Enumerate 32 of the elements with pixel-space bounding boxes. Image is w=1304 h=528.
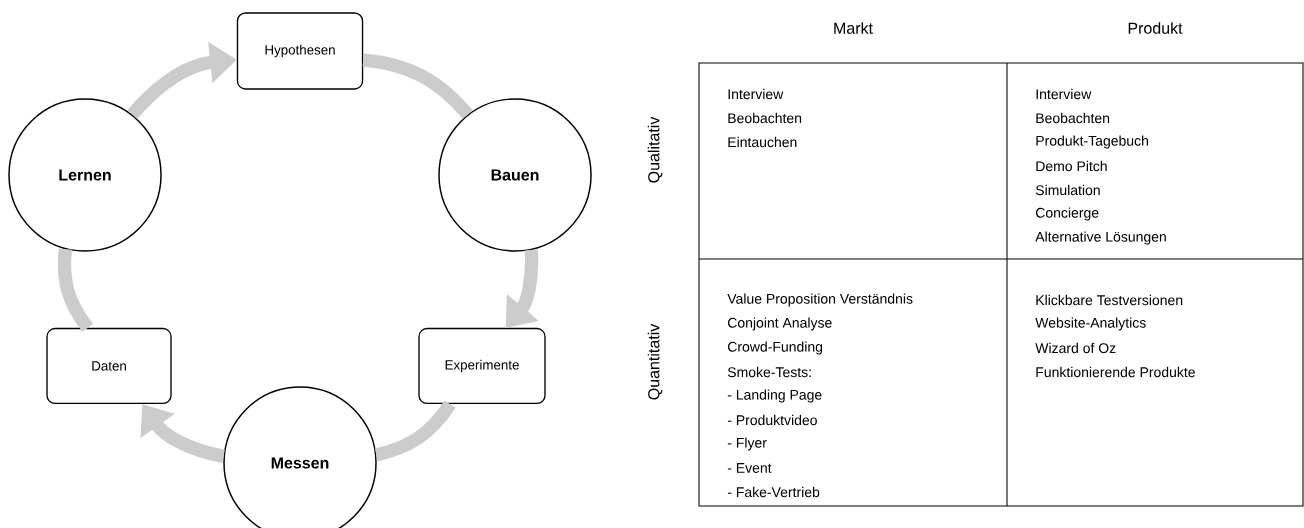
cell-text: Simulation xyxy=(1035,184,1100,196)
cell-text: Eintauchen xyxy=(728,136,797,148)
cell-text: Klickbare Testversionen xyxy=(1036,294,1183,306)
cell-text: Crowd-Funding xyxy=(728,341,823,355)
cell-text: Interview xyxy=(1036,88,1092,100)
row-header: Qualitativ xyxy=(647,116,663,183)
column-header: Produkt xyxy=(1128,22,1183,34)
cell-text: - Produktvideo xyxy=(727,414,817,426)
cell-text: Website-Analytics xyxy=(1035,317,1146,331)
column-header: Markt xyxy=(834,22,873,34)
circle-node: Lernen xyxy=(8,98,162,252)
circle-node: Bauen xyxy=(438,98,592,252)
cell-text: Concierge xyxy=(1036,207,1099,221)
process-box: Daten xyxy=(46,327,172,405)
cell-text: Interview xyxy=(728,88,784,100)
cell-text: - Landing Page xyxy=(727,389,822,403)
cell-text: - Event xyxy=(727,463,772,473)
row-header: Quantitativ xyxy=(647,323,663,400)
cell-text: - Fake-Vertrieb xyxy=(727,486,820,498)
cell-text: Beobachten xyxy=(1036,112,1110,124)
cell-text: - Flyer xyxy=(727,437,767,451)
process-box: Experimente xyxy=(418,327,546,405)
cell-text: Produkt-Tagebuch xyxy=(1036,135,1148,149)
cell-text: Smoke-Tests: xyxy=(727,366,811,378)
cell-text: Demo Pitch xyxy=(1036,160,1107,172)
cell-text: Wizard of Oz xyxy=(1035,342,1116,354)
process-box: Hypothesen xyxy=(236,12,364,90)
cell-text: Alternative Lösungen xyxy=(1035,231,1166,245)
cell-text: Conjoint Analyse xyxy=(728,317,832,331)
cell-text: Funktionierende Produkte xyxy=(1036,366,1195,378)
cell-text: Value Proposition Verständnis xyxy=(727,293,913,307)
cell-text: Beobachten xyxy=(728,112,802,124)
